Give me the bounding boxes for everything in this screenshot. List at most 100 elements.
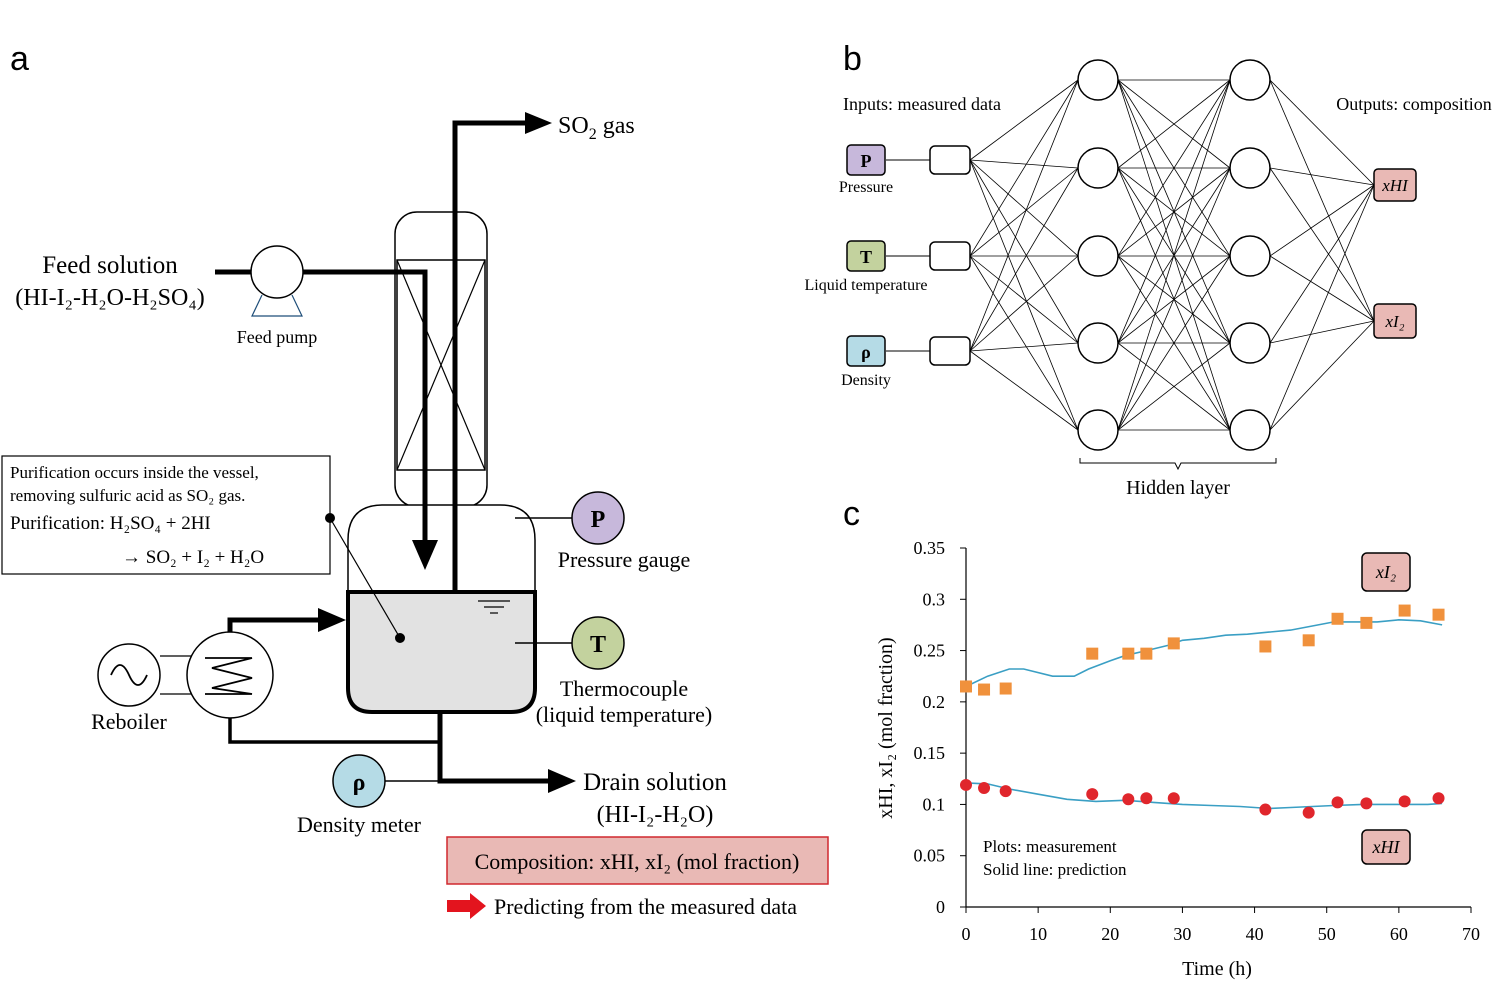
input-density-symbol: ρ <box>861 342 871 362</box>
pressure-gauge-symbol: P <box>591 507 606 533</box>
measurement-point-xi2 <box>999 682 1012 695</box>
panel-a-letter: a <box>10 40 29 78</box>
network-nodes <box>929 59 1271 451</box>
reaction-vessel <box>347 504 536 590</box>
chart-x-axis-label: Time (h) <box>1182 958 1252 980</box>
feed-arrow-head <box>412 540 438 570</box>
feed-composition-label: (HI-I₂-H₂O-H₂SO₄) <box>15 285 204 311</box>
thermocouple-symbol: T <box>590 632 606 658</box>
pressure-gauge-icon <box>571 491 625 545</box>
predicting-arrow-icon <box>447 893 486 919</box>
input-pressure-symbol: P <box>861 151 872 171</box>
x-tick-label: 70 <box>1462 924 1480 944</box>
measurement-point-xhi <box>1432 792 1445 805</box>
measurement-point-xi2 <box>1331 612 1344 625</box>
measurement-point-xi2 <box>978 683 991 696</box>
panel-a: a SO2 gas Feed solution (HI-I₂-H₂O-H₂SO₄… <box>1 40 829 919</box>
density-meter-icon <box>332 754 386 808</box>
y-tick-label: 0.3 <box>923 589 946 609</box>
input-pressure: P Pressure <box>839 144 930 196</box>
series-label-xhi-badge <box>1361 829 1411 865</box>
y-tick-label: 0.2 <box>923 692 946 712</box>
measurement-point-xi2 <box>1302 634 1315 647</box>
hidden-layer-label: Hidden layer <box>1126 477 1230 499</box>
hidden-node-2-4 <box>1229 322 1271 364</box>
note-line-3: Purification: H₂SO₄ + 2HI <box>10 513 211 534</box>
hidden-node-1-5 <box>1077 409 1119 451</box>
input-node-3 <box>929 336 971 366</box>
ac-wave-icon <box>110 664 148 686</box>
y-tick-label: 0.1 <box>923 794 946 814</box>
x-tick-label: 20 <box>1101 924 1119 944</box>
x-tick-label: 10 <box>1029 924 1047 944</box>
measurement-point-xhi <box>1302 806 1315 819</box>
measurement-point-xhi <box>1331 796 1344 809</box>
x-tick-label: 50 <box>1318 924 1336 944</box>
input-pressure-label: Pressure <box>839 179 893 196</box>
note-pointer-line <box>329 517 401 639</box>
feed-pump-icon <box>250 245 304 299</box>
note-line-4: → SO₂ + I₂ + H₂O <box>122 547 264 568</box>
y-tick-label: 0.35 <box>914 538 946 558</box>
output-xi2-badge <box>1373 303 1417 339</box>
hidden-node-2-3 <box>1229 235 1271 277</box>
chart-y-axis-label: xHI, xI₂ (mol fraction) <box>875 637 897 818</box>
note-line-1: Purification occurs inside the vessel, <box>10 463 259 482</box>
outputs-title: Outputs: composition <box>1336 94 1492 114</box>
chart-prediction-lines <box>965 618 1443 810</box>
measurement-point-xhi <box>1122 793 1135 806</box>
feed-line-right <box>302 269 428 555</box>
measurement-point-xi2 <box>1140 647 1153 660</box>
prediction-line-xi2 <box>965 618 1443 688</box>
thermocouple-icon <box>571 616 625 670</box>
x-tick-label: 60 <box>1390 924 1408 944</box>
purification-note-box <box>1 455 331 575</box>
drain-arrow-head <box>548 769 576 793</box>
hidden-layer-bracket <box>1079 458 1277 471</box>
predicting-label: Predicting from the measured data <box>494 894 797 919</box>
measurement-point-xi2 <box>1167 637 1180 650</box>
inputs-title: Inputs: measured data <box>843 94 1001 114</box>
packed-column <box>394 211 488 508</box>
measurement-point-xi2 <box>1259 640 1272 653</box>
y-tick-label: 0.15 <box>914 743 946 763</box>
output-xi2-label: xI₂ <box>1384 312 1404 331</box>
measurement-point-xi2 <box>1122 647 1135 660</box>
hidden-node-2-2 <box>1229 147 1271 189</box>
input-pressure-badge <box>846 144 886 176</box>
series-label-xi2: xI₂ <box>1375 562 1396 582</box>
heat-exchanger-icon <box>186 631 274 719</box>
input-temperature: T Liquid temperature <box>804 240 930 294</box>
density-meter-symbol: ρ <box>353 770 366 796</box>
measurement-point-xi2 <box>960 680 972 693</box>
measurement-point-xhi <box>1140 792 1153 805</box>
feed-pump-label: Feed pump <box>237 327 318 347</box>
measurement-point-xhi <box>1167 792 1180 805</box>
output-xhi-label: xHI <box>1381 176 1409 195</box>
drain-composition-label: (HI-I₂-H₂O) <box>597 802 714 828</box>
measurement-point-xi2 <box>1360 616 1373 629</box>
input-node-1 <box>929 145 971 175</box>
so2-gas-label: SO2 gas <box>558 113 635 143</box>
composition-label: Composition: xHI, xI₂ (mol fraction) <box>475 849 800 874</box>
series-label-xi2-badge <box>1361 552 1411 592</box>
reboiler-arrow-head <box>318 608 346 632</box>
hidden-node-1-2 <box>1077 147 1119 189</box>
measurement-point-xi2 <box>1432 608 1445 621</box>
measurement-point-xi2 <box>1086 647 1099 660</box>
input-node-2 <box>929 241 971 271</box>
thermocouple-label-1: Thermocouple <box>560 676 688 701</box>
reboiler-label: Reboiler <box>91 709 167 734</box>
chart-legend-line-1: Plots: measurement <box>983 837 1117 856</box>
vessel-liquid <box>346 590 537 714</box>
y-tick-label: 0 <box>936 897 945 917</box>
hidden-node-2-5 <box>1229 409 1271 451</box>
packing-section <box>396 259 486 471</box>
chart-measurement-points <box>960 604 1445 819</box>
coil-icon <box>205 657 253 695</box>
density-meter-label: Density meter <box>297 812 422 837</box>
pressure-gauge-label: Pressure gauge <box>558 547 691 572</box>
measurement-point-xi2 <box>1398 604 1411 617</box>
